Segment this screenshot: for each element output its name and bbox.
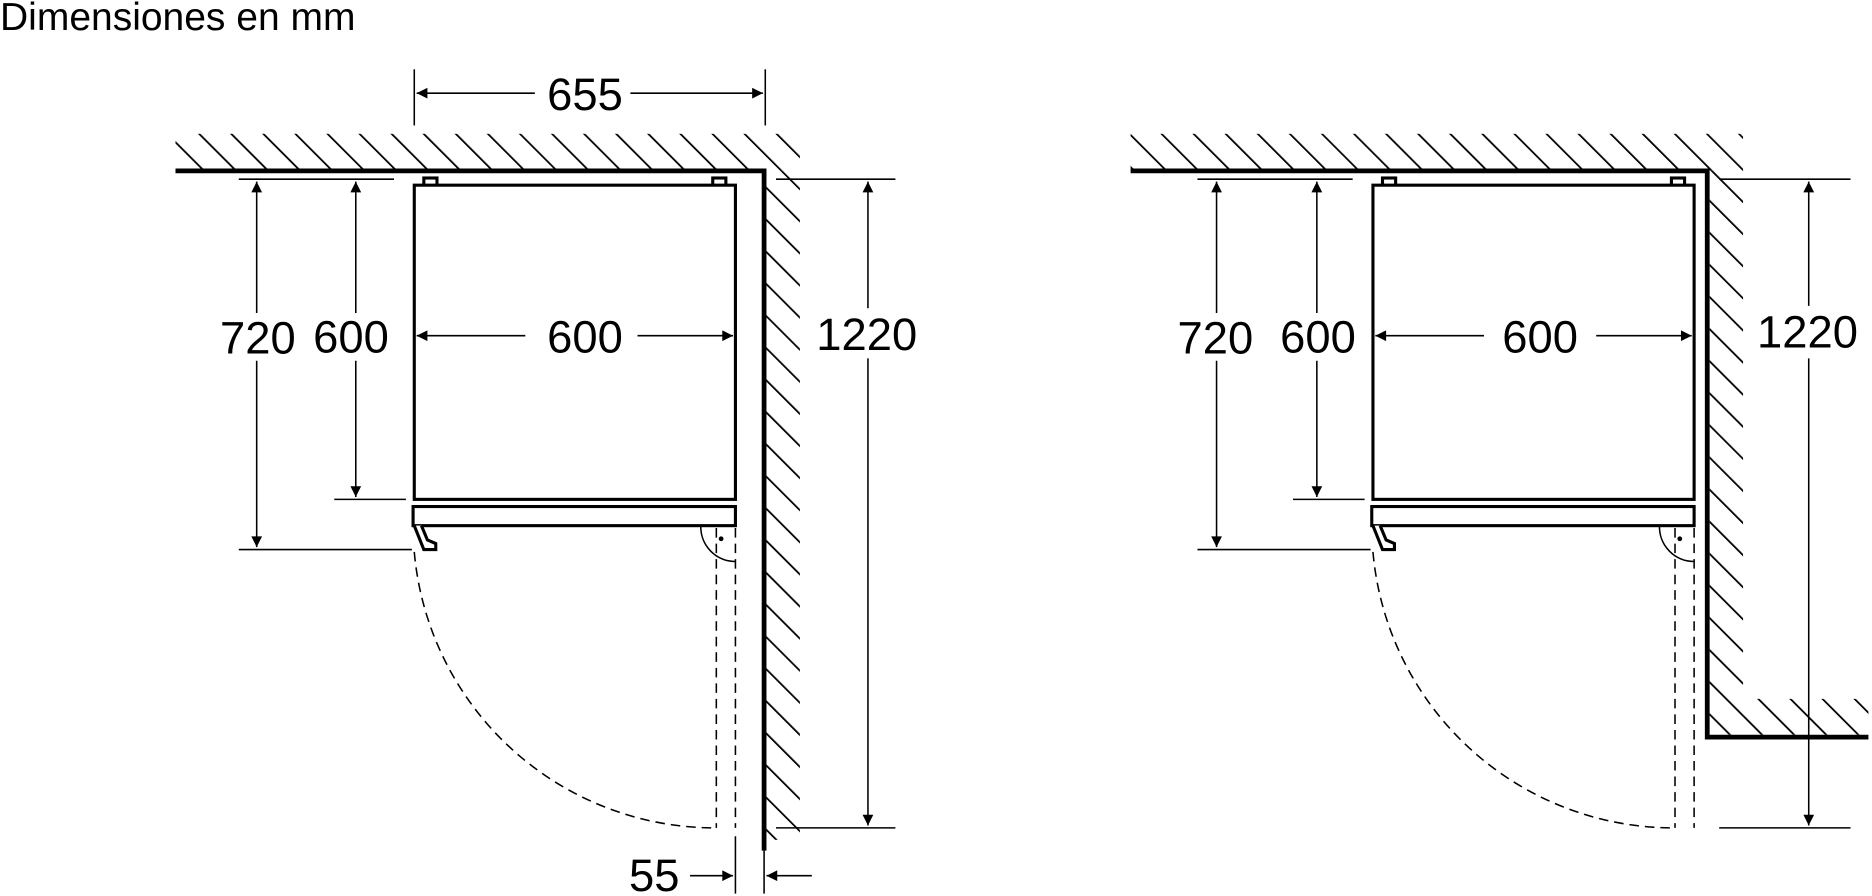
wall-outline — [1130, 168, 1869, 740]
door-handle — [1371, 525, 1397, 552]
dimension-body-width: 600 — [547, 311, 623, 362]
door-swing-arc — [1372, 551, 1676, 829]
wall-outline — [175, 168, 767, 851]
dimension-door-swing: 1220 — [816, 309, 917, 360]
hinge-arc — [1658, 525, 1695, 563]
hinge-pivot — [718, 536, 724, 542]
side-wall-hatch — [766, 170, 800, 840]
left-view: 655 720 600 600 1220 — [175, 69, 917, 896]
ceiling-wall-hatch — [1130, 133, 1744, 171]
door-swing-arc — [413, 551, 717, 829]
dimension-overall-depth: 655 — [547, 69, 623, 120]
appliance-door — [411, 504, 737, 528]
hinge-pivot — [1677, 536, 1683, 542]
dimension-body-height: 600 — [313, 311, 389, 362]
hinge-arc — [700, 525, 736, 563]
niche-wall-hatch — [1743, 698, 1869, 735]
dimension-wall-gap: 55 — [629, 850, 679, 896]
dimension-door-swing: 1220 — [1757, 307, 1858, 358]
ceiling-wall-hatch — [175, 133, 800, 171]
dimension-total-height: 720 — [1178, 313, 1254, 364]
door-handle — [412, 525, 438, 552]
side-wall-hatch — [1709, 170, 1744, 735]
appliance-body — [1371, 183, 1696, 501]
right-view: 720 600 600 1220 — [1130, 133, 1869, 829]
dimension-body-height: 600 — [1280, 311, 1356, 362]
diagram-title: Dimensiones en mm — [0, 0, 356, 39]
dimension-total-height: 720 — [220, 313, 296, 364]
dimension-body-width: 600 — [1502, 311, 1578, 362]
appliance-body — [412, 183, 737, 501]
appliance-door — [1370, 504, 1696, 528]
